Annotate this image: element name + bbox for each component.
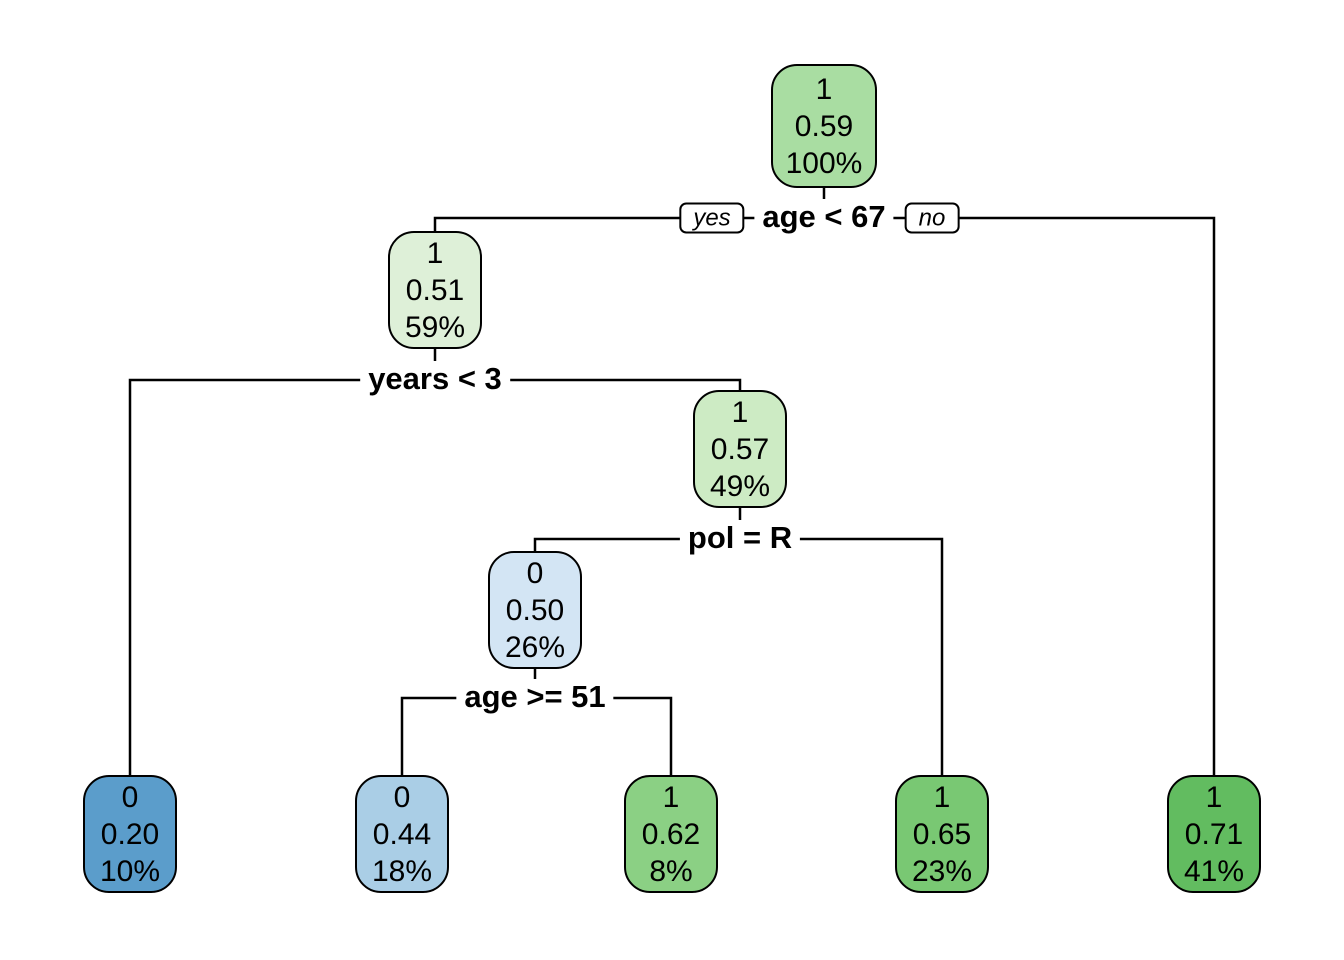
split-label-age51: age >= 51 xyxy=(456,679,614,715)
node-class: 1 xyxy=(731,395,749,429)
node-coverage: 100% xyxy=(785,146,863,180)
node-coverage: 49% xyxy=(709,469,771,503)
node-class: 1 xyxy=(662,780,680,814)
node-class: 0 xyxy=(526,556,544,590)
node-coverage: 26% xyxy=(504,630,566,664)
node-coverage: 23% xyxy=(911,854,973,888)
node-probability: 0.50 xyxy=(505,593,565,627)
node-probability: 0.59 xyxy=(794,109,854,143)
branch-tag-yes: yes xyxy=(679,202,745,234)
node-coverage: 18% xyxy=(371,854,433,888)
tree-leaf-age51-no: 1 0.62 8% xyxy=(624,775,718,893)
node-coverage: 8% xyxy=(649,854,693,888)
node-probability: 0.62 xyxy=(641,817,701,851)
node-probability: 0.71 xyxy=(1184,817,1244,851)
node-coverage: 10% xyxy=(99,854,161,888)
node-probability: 0.44 xyxy=(372,817,432,851)
tree-leaf-pol-no: 1 0.65 23% xyxy=(895,775,989,893)
branch-tag-no: no xyxy=(904,202,960,234)
node-coverage: 59% xyxy=(404,310,466,344)
node-class: 1 xyxy=(426,236,444,270)
split-label-age67: age < 67 xyxy=(754,199,894,235)
tree-leaf-years-yes: 0 0.20 10% xyxy=(83,775,177,893)
tree-leaf-age51-yes: 0 0.44 18% xyxy=(355,775,449,893)
node-coverage: 41% xyxy=(1183,854,1245,888)
node-class: 0 xyxy=(121,780,139,814)
branch-years-split xyxy=(128,349,742,775)
node-probability: 0.51 xyxy=(405,273,465,307)
tree-node-age-yes: 1 0.51 59% xyxy=(388,231,482,349)
split-label-years3: years < 3 xyxy=(360,361,510,397)
node-class: 1 xyxy=(815,72,833,106)
tree-leaf-age-no: 1 0.71 41% xyxy=(1167,775,1261,893)
tree-node-pol-yes: 0 0.50 26% xyxy=(488,551,582,669)
node-class: 1 xyxy=(1205,780,1223,814)
node-class: 0 xyxy=(393,780,411,814)
node-class: 1 xyxy=(933,780,951,814)
split-label-pol: pol = R xyxy=(679,520,801,556)
node-probability: 0.65 xyxy=(912,817,972,851)
tree-node-root: 1 0.59 100% xyxy=(771,64,877,188)
node-probability: 0.20 xyxy=(100,817,160,851)
node-probability: 0.57 xyxy=(710,432,770,466)
tree-node-years-no: 1 0.57 49% xyxy=(693,390,787,508)
